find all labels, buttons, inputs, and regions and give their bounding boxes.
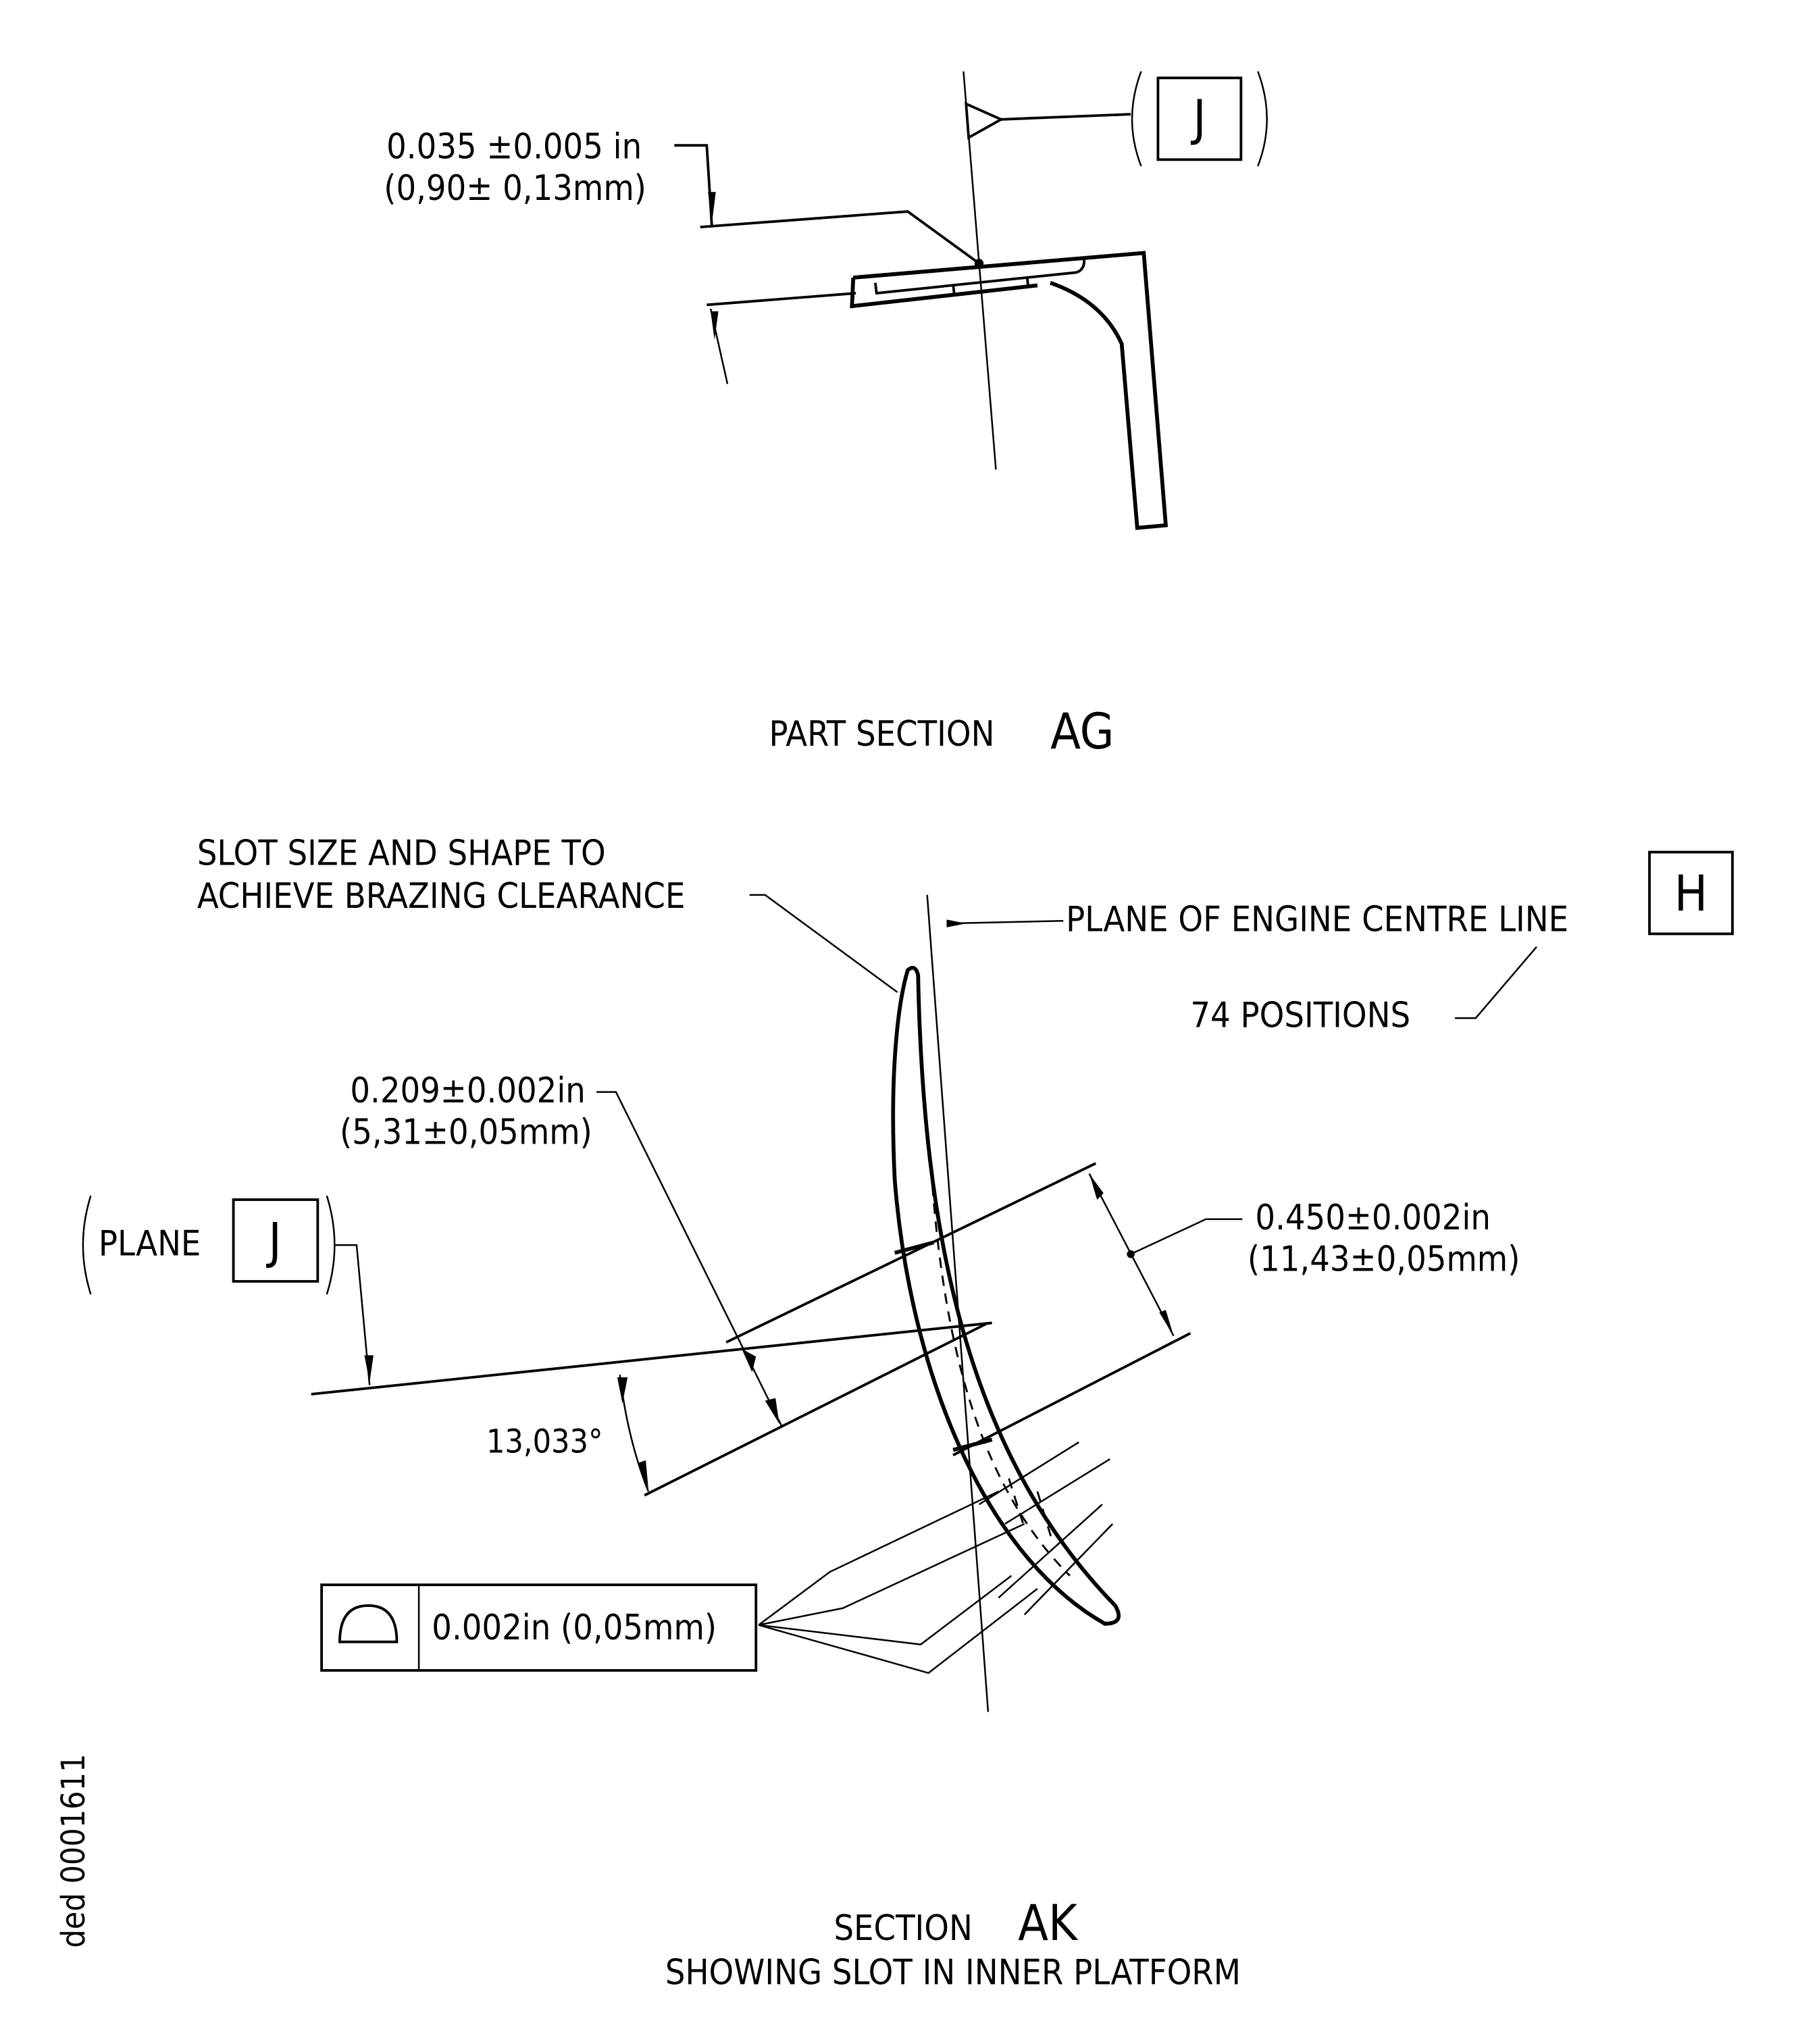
section-ak-title: SECTION xyxy=(833,1908,972,1949)
datum-j-label: J xyxy=(265,1212,281,1270)
slot-detail-dash xyxy=(1036,1491,1054,1544)
dot-marker xyxy=(1127,1250,1135,1258)
slot-detail-line xyxy=(1023,1523,1114,1616)
datum-h-label: H xyxy=(1674,865,1708,923)
positions-note: 74 POSITIONS xyxy=(1190,996,1410,1036)
dim2-leader xyxy=(1130,1218,1243,1255)
plane-j-line xyxy=(311,1321,992,1396)
section-ag-title: PART SECTION xyxy=(769,714,994,755)
datum-j-label: J xyxy=(1190,90,1206,147)
arrow-icon xyxy=(765,1398,779,1425)
part-section-ag: J 0.035 ±0.005 in (0,90± 0,13mm) PART SE… xyxy=(384,71,1268,761)
dim2-mm: (11,43±0,05mm) xyxy=(1248,1240,1520,1280)
datum-j-box xyxy=(232,1198,319,1283)
arrow-icon xyxy=(742,1348,756,1373)
arrow-icon xyxy=(617,1377,628,1404)
arrow-icon xyxy=(1089,1173,1104,1200)
dim-extension xyxy=(700,210,980,265)
datum-leader xyxy=(1001,113,1131,121)
dim-leader xyxy=(674,144,713,228)
slot-outline xyxy=(873,257,1086,295)
slot-line-upper xyxy=(725,1162,1097,1344)
dimension-mm: (0,90± 0,13mm) xyxy=(384,168,646,209)
tolerance-leader xyxy=(758,1523,1025,1626)
arrow-icon xyxy=(638,1460,648,1489)
plane-j-leader xyxy=(334,1244,371,1385)
paren-right xyxy=(326,1195,336,1295)
tolerance-frame xyxy=(320,1583,758,1672)
profile-of-surface-icon xyxy=(338,1604,399,1643)
arrow-icon xyxy=(708,192,716,224)
datum-triangle-icon xyxy=(965,101,1004,140)
section-ak-letter: AK xyxy=(1018,1895,1079,1952)
slot-note-line2: ACHIEVE BRAZING CLEARANCE xyxy=(197,876,686,917)
slot-detail-dash xyxy=(1008,1478,1026,1529)
slot-mark xyxy=(894,1240,935,1255)
dim1-inch: 0.209±0.002in xyxy=(350,1071,585,1111)
section-ag-letter: AG xyxy=(1050,703,1114,761)
slot-divider xyxy=(952,284,956,297)
slot-line-right xyxy=(952,1332,1191,1456)
slot-detail-line xyxy=(1004,1458,1111,1525)
plane-note: PLANE OF ENGINE CENTRE LINE xyxy=(1066,900,1568,940)
slot-leader xyxy=(749,894,898,993)
tolerance-leader xyxy=(758,1575,1012,1645)
dimension-inch: 0.035 ±0.005 in xyxy=(386,126,642,167)
drawing-id: ded 0001611 xyxy=(55,1754,93,1947)
plane-leader xyxy=(946,920,1064,925)
paren-left xyxy=(1131,71,1142,167)
paren-left xyxy=(82,1195,92,1295)
slot-divider xyxy=(1025,276,1030,288)
slot-detail-line xyxy=(978,1441,1079,1506)
arrow-icon xyxy=(946,919,967,927)
platform-lip xyxy=(850,277,1038,309)
plane-j-label: PLANE xyxy=(99,1224,201,1264)
tolerance-leader xyxy=(758,1587,1038,1675)
slot-note-line1: SLOT SIZE AND SHAPE TO xyxy=(197,834,606,874)
slot-mark xyxy=(952,1437,993,1452)
arrow-icon xyxy=(364,1355,374,1383)
paren-right xyxy=(1257,71,1268,167)
arrow-icon xyxy=(1159,1310,1174,1336)
datum-h-box xyxy=(1648,850,1734,936)
dim1-leader xyxy=(596,1091,783,1427)
blade-profile xyxy=(891,965,1121,1626)
positions-leader xyxy=(1455,946,1537,1019)
platform-outline xyxy=(853,251,1169,530)
slot-line-lower xyxy=(644,1321,989,1497)
slot-hidden-line xyxy=(930,1167,1071,1577)
tolerance-leader xyxy=(758,1490,999,1626)
section-ak-subtitle: SHOWING SLOT IN INNER PLATFORM xyxy=(665,1953,1241,1993)
dim1-mm: (5,31±0,05mm) xyxy=(340,1112,592,1152)
section-ak: SLOT SIZE AND SHAPE TO ACHIEVE BRAZING C… xyxy=(82,834,1734,1993)
arrow-icon xyxy=(711,311,719,340)
datum-j-box xyxy=(1156,76,1243,161)
slot-detail-line xyxy=(998,1504,1103,1599)
angle-label: 13,033° xyxy=(486,1423,603,1460)
profile-tolerance-value: 0.002in (0,05mm) xyxy=(432,1608,717,1648)
extension-line xyxy=(707,292,856,307)
dim2-inch: 0.450±0.002in xyxy=(1255,1198,1490,1238)
